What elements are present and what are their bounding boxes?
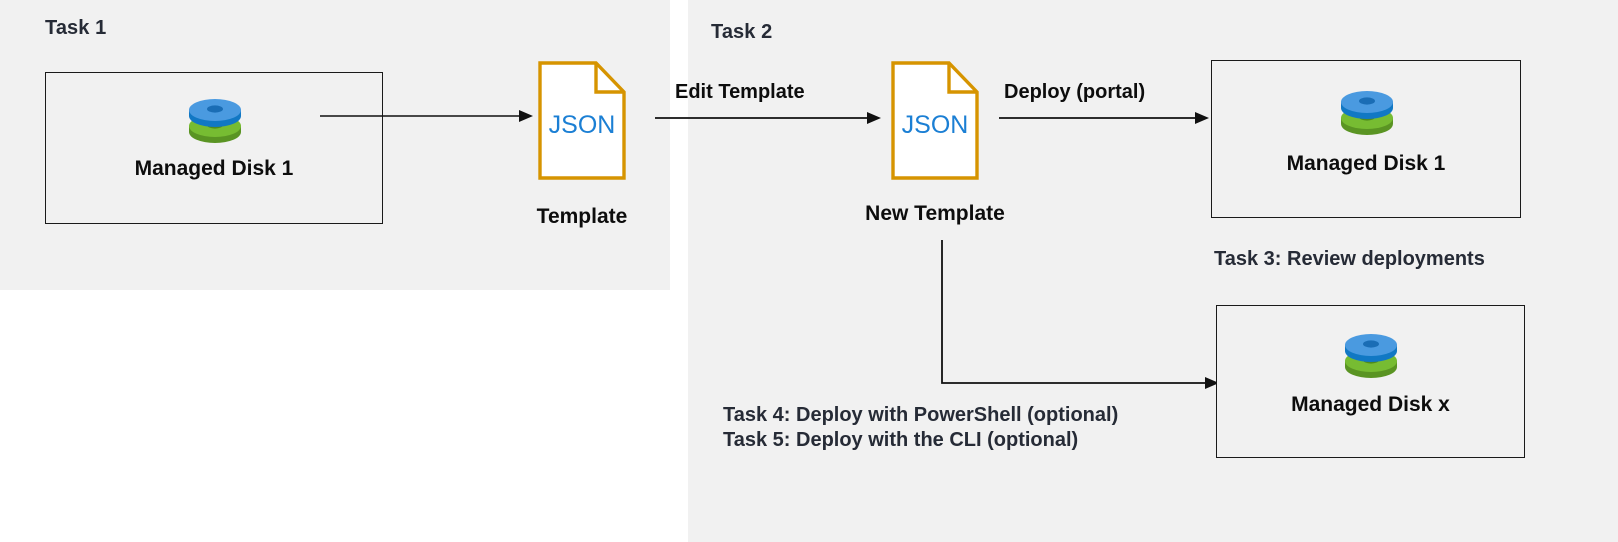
managed-disk-icon bbox=[1339, 85, 1395, 137]
elbow-arrow-icon-deploy-cli bbox=[934, 240, 1222, 392]
json-file-icon-template: JSON bbox=[538, 61, 626, 180]
deploy-portal-label: Deploy (portal) bbox=[1004, 81, 1146, 103]
arrow-right-icon-deploy-portal bbox=[999, 110, 1211, 126]
task45-notes: Task 4: Deploy with PowerShell (optional… bbox=[723, 403, 1118, 453]
managed-disk-caption: Managed Disk 1 bbox=[1286, 152, 1446, 175]
edit-template-label: Edit Template bbox=[675, 81, 805, 103]
new-template-label: New Template bbox=[865, 202, 1005, 225]
managed-disk-caption: Managed Disk x bbox=[1291, 393, 1450, 416]
task1-heading: Task 1 bbox=[45, 17, 107, 39]
task3-note: Task 3: Review deployments bbox=[1214, 248, 1485, 270]
json-file-icon-new-template: JSON bbox=[891, 61, 979, 180]
task2-heading: Task 2 bbox=[711, 21, 773, 43]
svg-text:JSON: JSON bbox=[902, 111, 969, 139]
arrow-right-icon-edit-template bbox=[655, 110, 883, 126]
managed-disk-caption: Managed Disk 1 bbox=[134, 157, 294, 180]
arrow-right-icon-task1 bbox=[320, 108, 535, 124]
managed-disk-icon bbox=[187, 93, 243, 145]
task5-note: Task 5: Deploy with the CLI (optional) bbox=[723, 429, 1079, 451]
template-label: Template bbox=[536, 205, 628, 228]
managed-disk-x-box: Managed Disk x bbox=[1216, 305, 1525, 458]
task4-note: Task 4: Deploy with PowerShell (optional… bbox=[723, 404, 1119, 426]
svg-text:JSON: JSON bbox=[549, 111, 616, 139]
managed-disk-icon bbox=[1343, 328, 1399, 380]
managed-disk-1-box-task3: Managed Disk 1 bbox=[1211, 60, 1521, 218]
managed-disk-1-box-task1: Managed Disk 1 bbox=[45, 72, 383, 224]
